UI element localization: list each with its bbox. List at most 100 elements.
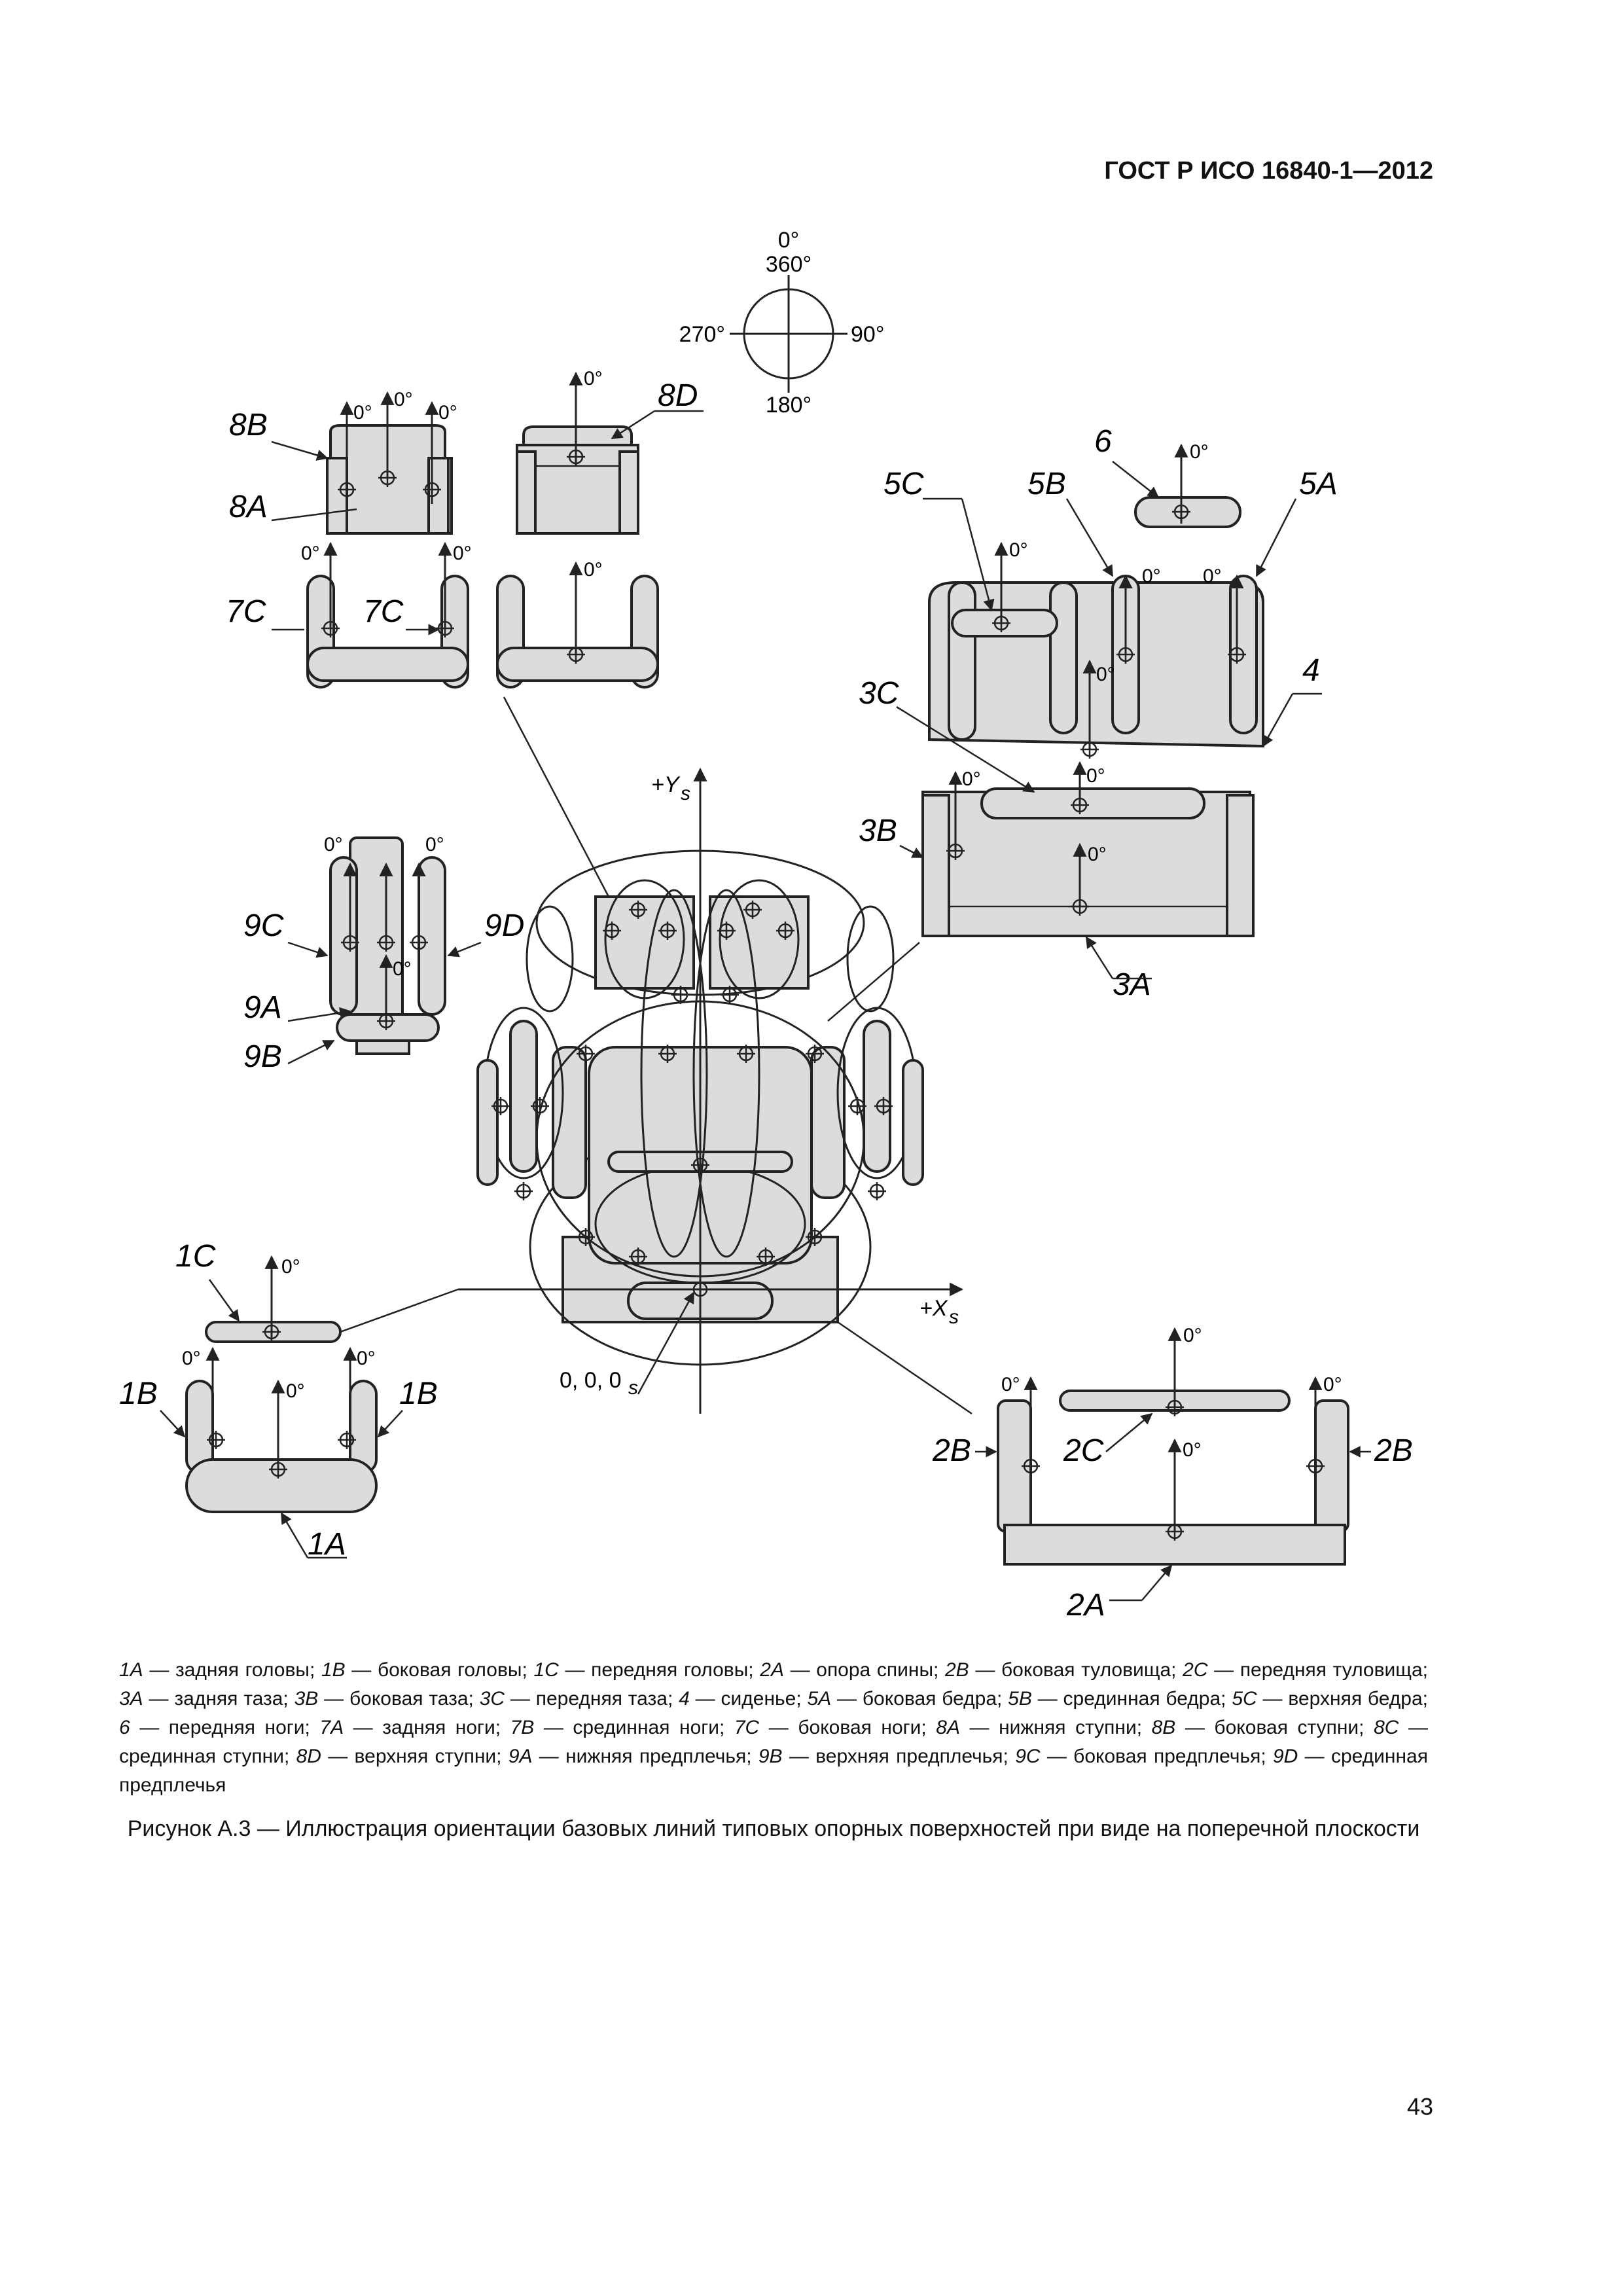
label-2B-a: 2B xyxy=(932,1433,971,1468)
legend-item: 4 — сиденье; xyxy=(679,1688,808,1710)
legend-item: 7A — задняя ноги; xyxy=(319,1717,510,1738)
deg-1A: 0° xyxy=(286,1380,305,1402)
deg-2A: 0° xyxy=(1183,1439,1202,1461)
leg-support-7C-left: 0° 0° 7C 7C xyxy=(226,541,472,689)
legend-item: 9A — нижняя предплечья; xyxy=(508,1746,758,1767)
label-2C: 2C xyxy=(1063,1433,1104,1468)
legend-item: 1C — передняя головы; xyxy=(533,1659,760,1681)
compass-180: 180° xyxy=(766,393,812,418)
compass-90: 90° xyxy=(851,322,884,347)
deg-1B-b: 0° xyxy=(357,1348,376,1369)
label-6: 6 xyxy=(1094,424,1112,459)
axis-y-sub: s xyxy=(681,783,690,804)
legend-item: 5B — срединная бедра; xyxy=(1008,1688,1232,1710)
deg-5A: 0° xyxy=(1203,565,1222,587)
deg-2B-a: 0° xyxy=(1001,1374,1020,1395)
figure-legend: 1A — задняя головы; 1B — боковая головы;… xyxy=(119,1656,1428,1800)
deg-7C-a: 0° xyxy=(301,543,320,564)
label-8D: 8D xyxy=(658,378,698,413)
label-1A: 1A xyxy=(308,1527,346,1562)
label-2A: 2A xyxy=(1066,1588,1105,1623)
label-1B-a: 1B xyxy=(119,1376,158,1411)
deg-7C-b: 0° xyxy=(453,543,472,564)
deg-5B: 0° xyxy=(1142,565,1161,587)
label-8A: 8A xyxy=(229,490,268,524)
legend-item: 9C — боковая предплечья; xyxy=(1015,1746,1273,1767)
label-8B: 8B xyxy=(229,408,268,442)
deg-8B-a: 0° xyxy=(353,402,372,423)
compass-270: 270° xyxy=(679,322,725,347)
legend-item: 3B — боковая таза; xyxy=(294,1688,480,1710)
deg-3C: 0° xyxy=(1086,765,1105,787)
deg-7: 0° xyxy=(584,559,603,581)
legend-item: 8D — верхняя ступни; xyxy=(296,1746,508,1767)
label-7C-a: 7C xyxy=(226,594,266,629)
origin-label: 0, 0, 0 xyxy=(560,1368,622,1393)
deg-2B-b: 0° xyxy=(1323,1374,1342,1395)
label-9C: 9C xyxy=(243,908,284,943)
label-9B: 9B xyxy=(243,1039,282,1074)
coordinate-axes: +Y s +X s 0, 0, 0 s xyxy=(458,767,964,1414)
deg-3A: 0° xyxy=(1088,844,1107,865)
document-header: ГОСТ Р ИСО 16840-1—2012 xyxy=(1104,157,1433,185)
legend-item: 3C — передняя таза; xyxy=(479,1688,679,1710)
legend-item: 3A — задняя таза; xyxy=(119,1688,294,1710)
leg-support-6: 0° 6 xyxy=(1094,424,1241,528)
legend-item: 7B — срединная ноги; xyxy=(510,1717,734,1738)
deg-8D: 0° xyxy=(584,368,603,389)
legend-item: 7C — боковая ноги; xyxy=(734,1717,936,1738)
deg-8A: 0° xyxy=(394,389,413,410)
trunk-support-2: 0° 0° 0° 0° 2B 2C 2B 2A xyxy=(932,1325,1413,1623)
label-3A: 3A xyxy=(1113,967,1151,1002)
legend-item: 9B — верхняя предплечья; xyxy=(758,1746,1016,1767)
figure-caption: Рисунок А.3 — Иллюстрация ориентации баз… xyxy=(127,1816,1420,1841)
deg-5C: 0° xyxy=(1009,539,1028,561)
axis-x-label: +X xyxy=(919,1296,948,1321)
deg-9A: 0° xyxy=(393,958,412,980)
deg-3B: 0° xyxy=(962,768,981,790)
axis-x-sub: s xyxy=(949,1306,959,1328)
label-5C: 5C xyxy=(883,467,924,501)
label-4: 4 xyxy=(1302,653,1320,688)
foot-support-8D: 0° 8D xyxy=(516,368,704,535)
forearm-support-9: 0° 0° 0° 9C 9D 9A 9B xyxy=(243,834,524,1074)
legend-item: 8A — нижняя ступни; xyxy=(936,1717,1152,1738)
seat-4: 0° 0° 0° 0° 0° 0° 0° 5C 5B 5A 4 3C 3B 3A xyxy=(859,467,1338,1002)
label-9A: 9A xyxy=(243,990,282,1025)
deg-6: 0° xyxy=(1190,441,1209,463)
legend-item: 2C — передняя туловища; xyxy=(1183,1659,1429,1681)
deg-8B-b: 0° xyxy=(438,402,457,423)
foot-support-8: 0° 0° 0° 8B 8A xyxy=(229,389,457,535)
origin-sub: s xyxy=(628,1377,638,1399)
legend-item: 1B — боковая головы; xyxy=(321,1659,534,1681)
legend-item: 2B — боковая туловища; xyxy=(945,1659,1183,1681)
deg-4: 0° xyxy=(1096,664,1115,685)
label-5A: 5A xyxy=(1299,467,1338,501)
deg-9D: 0° xyxy=(425,834,444,855)
page-number: 43 xyxy=(1406,2093,1433,2120)
compass: 0° 360° 90° 180° 270° xyxy=(679,228,885,418)
label-1C: 1C xyxy=(175,1239,216,1274)
legend-item: 5A — боковая бедра; xyxy=(807,1688,1008,1710)
label-7C-b: 7C xyxy=(363,594,404,629)
label-3C: 3C xyxy=(859,676,899,711)
deg-1B-a: 0° xyxy=(182,1348,201,1369)
deg-9C: 0° xyxy=(324,834,343,855)
legend-item: 9D — срединная предплечья xyxy=(119,1746,1428,1796)
label-3B: 3B xyxy=(859,814,897,848)
leg-support-7-right: 0° xyxy=(496,559,659,689)
legend-item: 1A — задняя головы; xyxy=(119,1659,321,1681)
label-9D: 9D xyxy=(484,908,524,943)
legend-item: 8C — срединная ступни; xyxy=(119,1717,1428,1767)
legend-item: 5C — верхняя бедра; xyxy=(1232,1688,1428,1710)
figure-diagram: 0° 360° 90° 180° 270° 0° 0° 0° 8B 8A 0° … xyxy=(119,228,1413,1623)
head-support-1: 0° 1C 0° 0° 0° 1B 1B 1A xyxy=(119,1239,459,1562)
legend-item: 6 — передняя ноги; xyxy=(119,1717,320,1738)
compass-0: 0° xyxy=(778,228,800,253)
deg-1C: 0° xyxy=(281,1256,300,1278)
label-1B-b: 1B xyxy=(399,1376,438,1411)
axis-y-label: +Y xyxy=(651,772,681,797)
compass-360: 360° xyxy=(766,252,812,277)
label-2B-b: 2B xyxy=(1374,1433,1413,1468)
deg-2C: 0° xyxy=(1183,1325,1202,1346)
